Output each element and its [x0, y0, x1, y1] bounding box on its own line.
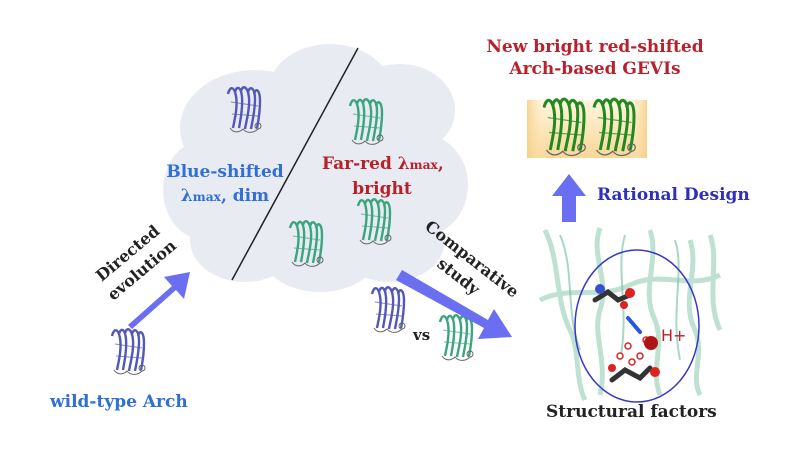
lambda-max-subscript: max	[192, 190, 221, 204]
directed-evolution-arrow	[128, 272, 190, 329]
lambda-symbol: λ	[180, 186, 193, 206]
blue-shifted-line1: Blue-shifted	[166, 162, 284, 182]
far-red-prefix: Far-red λ	[322, 154, 410, 174]
new-gevis-title: New bright red-shifted Arch-based GEVIs	[470, 36, 720, 80]
protein-compare-green-icon	[438, 314, 475, 362]
rational-design-label: Rational Design	[597, 185, 750, 205]
far-red-max-subscript: max	[409, 158, 438, 172]
blue-shifted-line2: λmax, dim	[165, 184, 285, 209]
vs-label: vs	[413, 326, 431, 344]
new-gevis-line2: Arch-based GEVIs	[509, 59, 681, 79]
protein-wildtype-icon	[110, 328, 147, 376]
rational-design-arrow	[552, 174, 586, 222]
far-red-label: Far-red λmax, bright	[322, 152, 444, 201]
new-gevis-line1: New bright red-shifted	[486, 37, 704, 57]
h-plus-label: H+	[661, 326, 687, 345]
structural-panel	[538, 227, 723, 403]
wild-type-label: wild-type Arch	[50, 392, 188, 412]
comparative-study-arrow	[396, 270, 512, 339]
far-red-line1: Far-red λmax,	[322, 152, 444, 177]
protein-compare-blue-icon	[370, 286, 407, 334]
far-red-line2: bright	[352, 179, 412, 199]
blue-shifted-label: Blue-shifted λmax, dim	[165, 160, 285, 209]
far-red-comma: ,	[437, 154, 444, 174]
blue-shifted-suffix: , dim	[220, 186, 270, 206]
cloud-divider-line	[231, 47, 359, 281]
structural-factors-label: Structural factors	[546, 402, 717, 422]
gevi-panel	[527, 97, 647, 158]
